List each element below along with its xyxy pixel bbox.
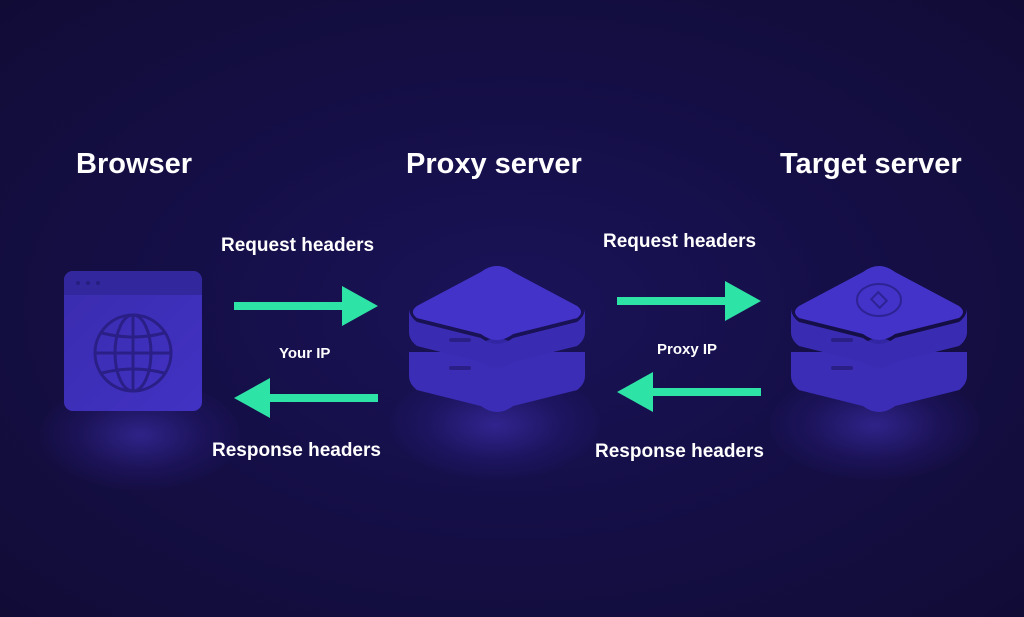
proxy-server-title: Proxy server	[406, 148, 582, 180]
response-headers-label-2: Response headers	[595, 441, 764, 462]
target-server-node	[791, 266, 967, 412]
browser-title: Browser	[76, 148, 193, 180]
proxy-ip-label: Proxy IP	[657, 341, 718, 358]
response-headers-label-1: Response headers	[212, 440, 381, 461]
proxy-server-node	[409, 266, 585, 412]
request-arrow-2	[617, 281, 761, 321]
server-stack-icon	[409, 266, 585, 412]
browser-window-globe-icon	[64, 271, 202, 411]
request-headers-label-2: Request headers	[603, 231, 757, 252]
browser-node	[64, 271, 202, 411]
target-server-title: Target server	[780, 148, 962, 180]
response-arrow-1	[234, 378, 378, 418]
request-arrow-1	[234, 286, 378, 326]
target-icon	[856, 283, 902, 317]
your-ip-label: Your IP	[279, 345, 331, 362]
response-arrow-2	[617, 372, 761, 412]
server-stack-target-icon	[791, 266, 967, 412]
request-headers-label-1: Request headers	[221, 235, 375, 256]
